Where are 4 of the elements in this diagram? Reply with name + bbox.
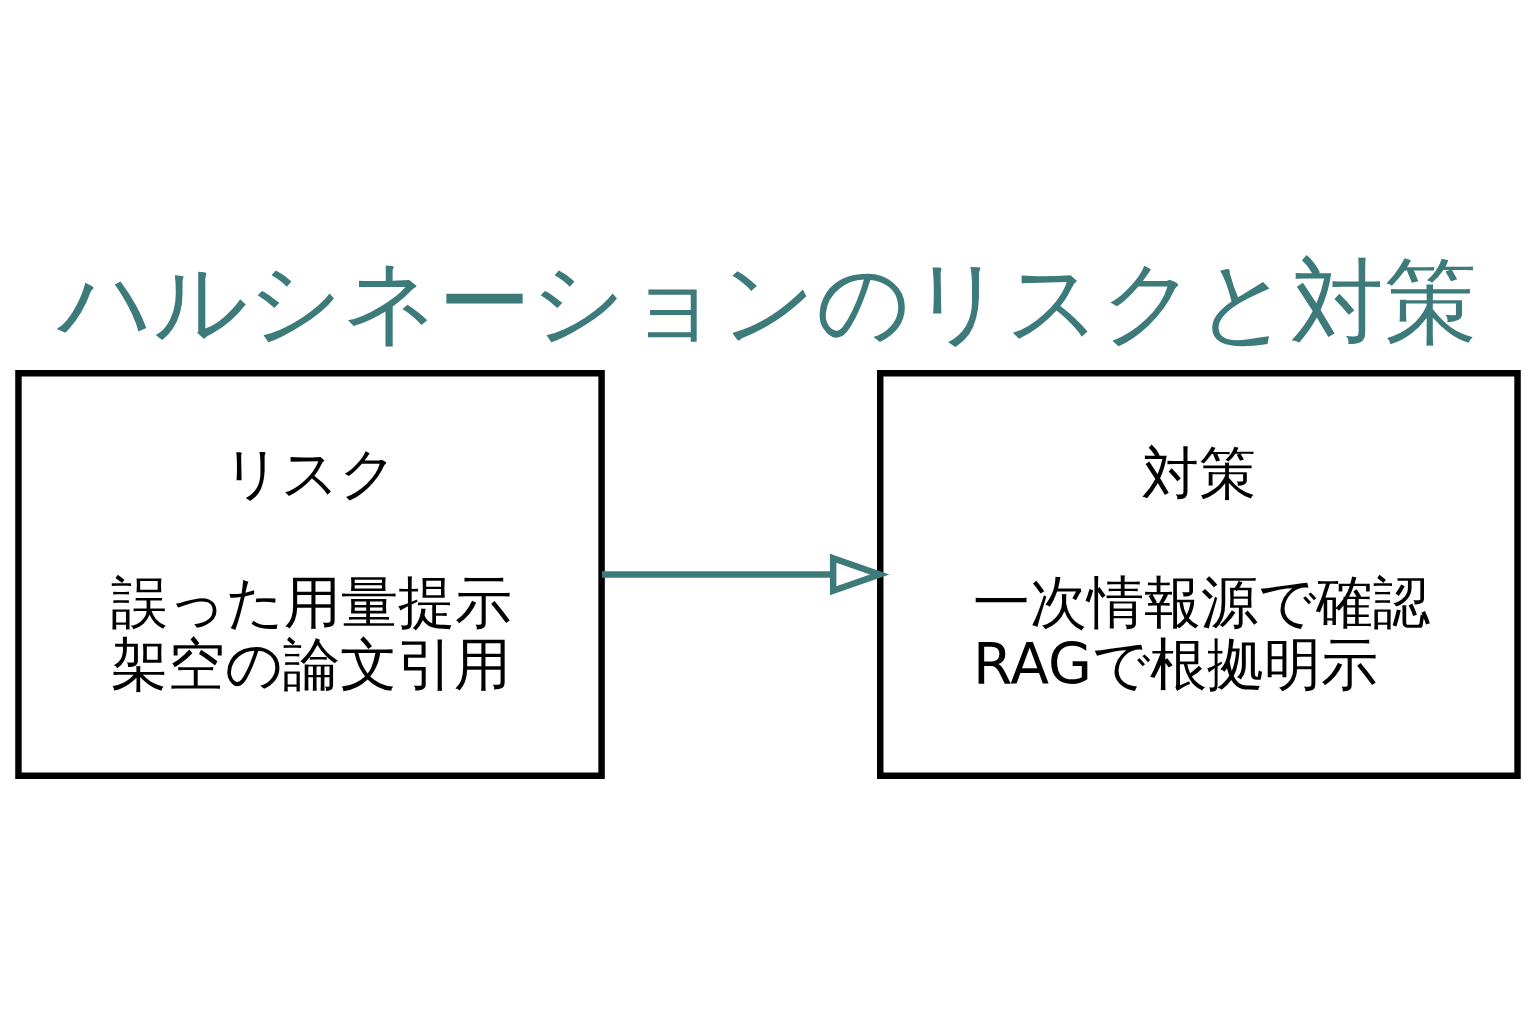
node-box: 対策 一次情報源で確認 RAGで根拠明示 [877, 369, 1521, 779]
diagram-title: ハルシネーションのリスクと対策 [58, 247, 1478, 356]
arrow [601, 553, 890, 595]
node-box: リスク 誤った用量提示 架空の論文引用 [15, 369, 605, 779]
